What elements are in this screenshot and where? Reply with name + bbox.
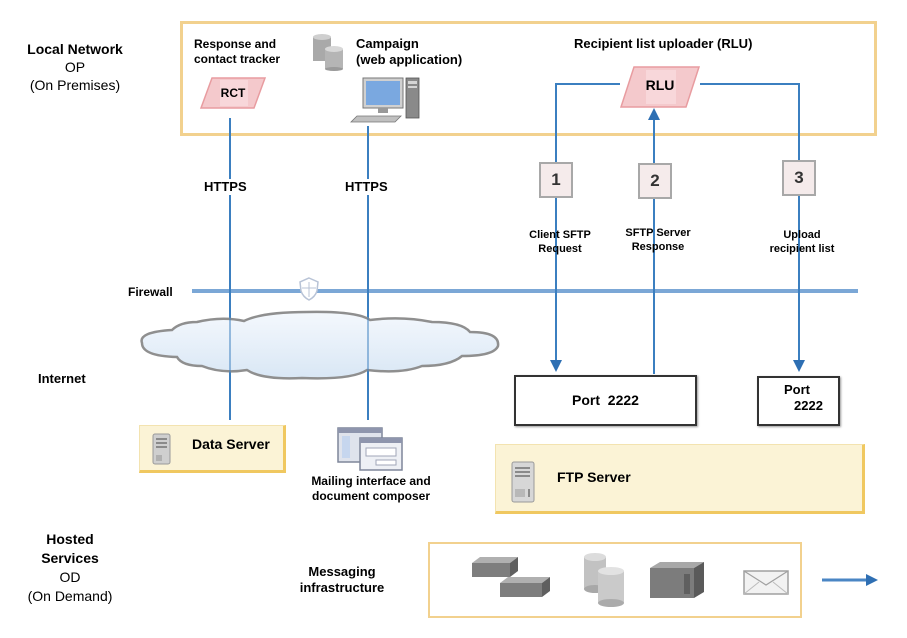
zone-local-subtitle: (On Premises) xyxy=(29,77,121,93)
rlu-caption: Recipient list uploader (RLU) xyxy=(574,36,753,51)
step-1-caption-line2: Request xyxy=(538,243,582,255)
rct-caption: Response and contact tracker xyxy=(194,37,280,67)
messaging-caption-line1: Messaging xyxy=(308,564,376,579)
step1-arrowhead xyxy=(550,360,562,372)
campaign-line-through-cloud xyxy=(367,318,369,374)
campaign-https-label: HTTPS xyxy=(343,179,390,195)
campaign-caption: Campaign (web application) xyxy=(356,36,462,68)
database-icon xyxy=(313,34,343,71)
port-2222-main[interactable]: Port 2222 xyxy=(514,375,697,426)
envelope-icon xyxy=(743,570,789,595)
mailing-interface-caption: Mailing interface and document composer xyxy=(296,474,446,504)
rct-parallelogram-icon xyxy=(199,77,267,109)
messaging-caption-line2: infrastructure xyxy=(299,580,385,595)
port-upload-line1: Port xyxy=(784,382,810,397)
zone-hosted-code: OD xyxy=(59,569,81,585)
database-cylinders-icon xyxy=(584,553,624,607)
step-2-caption: SFTP Server Response xyxy=(613,226,703,254)
mainframe-icon xyxy=(650,562,704,598)
step-2-caption-line2: Response xyxy=(631,241,685,253)
step-3-caption-line2: recipient list xyxy=(769,243,835,255)
campaign-caption-line2: (web application) xyxy=(356,52,463,67)
port-upload-line2: 2222 xyxy=(794,398,823,413)
zone-hosted-title-2: Services xyxy=(41,550,99,566)
data-server-label: Data Server xyxy=(192,436,270,452)
rlu-node[interactable]: RLU xyxy=(619,66,701,108)
mailing-caption-line1: Mailing interface and xyxy=(311,474,431,488)
rct-line-through-cloud xyxy=(229,318,231,374)
rlu-step1-line xyxy=(555,83,620,370)
rct-label: RCT xyxy=(220,86,246,100)
rct-https-label: HTTPS xyxy=(202,179,249,195)
step-3-badge: 3 xyxy=(782,160,816,196)
application-windows-icon[interactable] xyxy=(336,426,404,472)
campaign-caption-line1: Campaign xyxy=(356,36,419,51)
zone-local-code: OP xyxy=(64,59,86,75)
zone-hosted-title-1: Hosted xyxy=(46,531,94,547)
step-2-badge: 2 xyxy=(638,163,672,199)
step-1-caption-line1: Client SFTP xyxy=(529,229,591,241)
shield-icon xyxy=(299,277,319,301)
step2-arrowhead xyxy=(648,108,660,120)
rlu-label: RLU xyxy=(645,77,675,93)
messaging-caption: Messaging infrastructure xyxy=(282,564,402,596)
zone-local-network: Local Network OP (On Premises) xyxy=(10,40,140,94)
zone-hosted-services: Hosted Services OD (On Demand) xyxy=(15,530,125,606)
zone-hosted-subtitle: (On Demand) xyxy=(27,588,113,604)
rlu-step3-line xyxy=(700,83,800,370)
rct-caption-line1: Response and xyxy=(194,37,277,51)
mailing-caption-line2: document composer xyxy=(311,489,431,503)
zone-internet: Internet xyxy=(38,371,86,386)
server-rack-icon xyxy=(472,557,550,597)
zone-local-title: Local Network xyxy=(27,41,123,57)
messaging-arrowhead xyxy=(866,574,878,586)
desktop-computer-icon[interactable] xyxy=(345,76,421,126)
server-tower-icon xyxy=(511,461,535,503)
data-server-node[interactable]: Data Server xyxy=(139,425,286,473)
firewall-label: Firewall xyxy=(128,285,173,299)
step-3-caption-line1: Upload xyxy=(783,229,821,241)
internet-cloud-icon xyxy=(140,310,500,380)
local-network-frame xyxy=(180,21,877,136)
rlu-parallelogram-icon xyxy=(619,66,701,108)
step-1-badge: 1 xyxy=(539,162,573,198)
ftp-server-node[interactable]: FTP Server xyxy=(495,444,865,514)
rct-node[interactable]: RCT xyxy=(199,77,267,109)
messaging-infrastructure-frame xyxy=(428,542,802,618)
step-3-caption: Upload recipient list xyxy=(757,228,847,256)
step-1-caption: Client SFTP Request xyxy=(515,228,605,256)
step3-arrowhead xyxy=(793,360,805,372)
server-tower-icon xyxy=(152,433,171,465)
rct-caption-line2: contact tracker xyxy=(194,52,281,66)
port-2222-upload[interactable]: Port 2222 xyxy=(757,376,840,426)
step-2-caption-line1: SFTP Server xyxy=(625,227,691,239)
ftp-server-label: FTP Server xyxy=(557,469,631,485)
